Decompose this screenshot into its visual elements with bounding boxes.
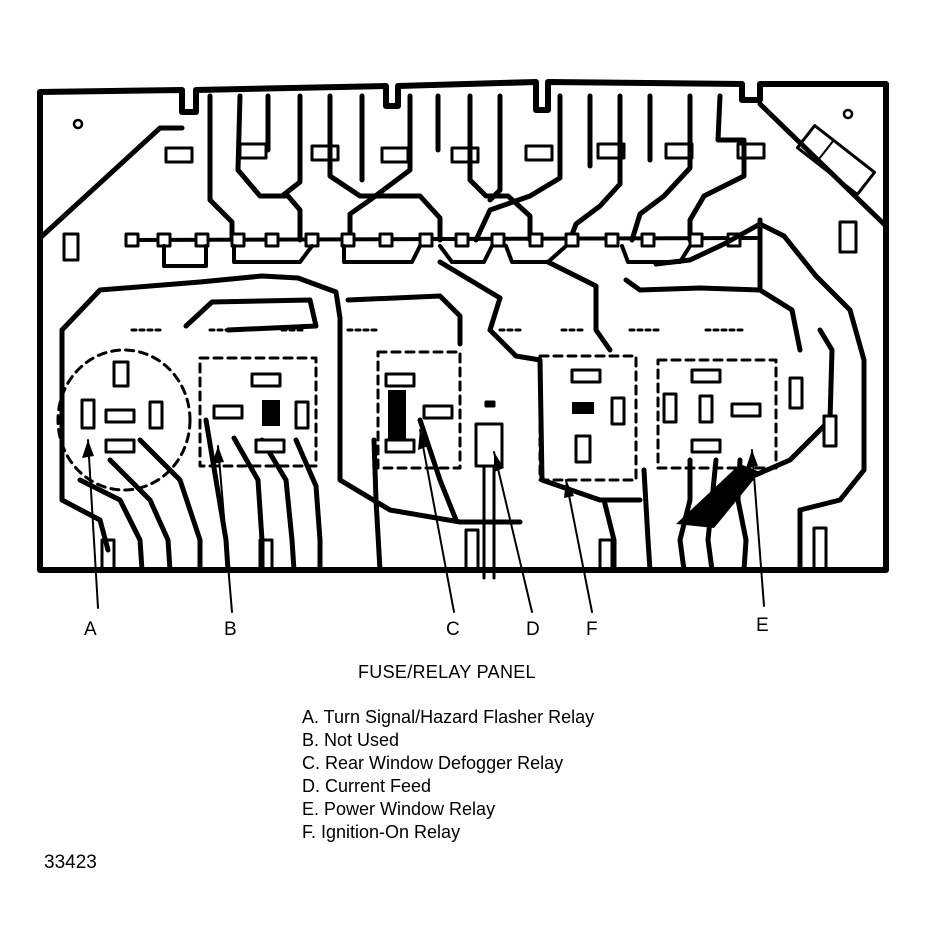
callout-arrowheads — [82, 430, 758, 498]
mounting-hole-left — [72, 118, 84, 130]
legend-item-b: B. Not Used — [302, 730, 400, 750]
top-fuse-traces — [207, 93, 747, 243]
relay-socket-a — [56, 348, 192, 492]
upper-right-connector — [795, 124, 877, 196]
callout-leaders — [87, 429, 765, 613]
right-side-slot — [838, 220, 858, 254]
lower-trace-network — [59, 217, 867, 553]
mounting-hole-right — [842, 108, 854, 120]
figure-number: 33423 — [44, 852, 97, 873]
legend-item-e: E. Power Window Relay — [302, 799, 496, 819]
bottom-edge-notches — [100, 526, 828, 572]
relay-socket-b — [198, 356, 318, 468]
legend-list: A. Turn Signal/Hazard Flasher Relay B. N… — [302, 706, 594, 844]
callout-label-a: A — [84, 619, 97, 640]
legend-item-a: A. Turn Signal/Hazard Flasher Relay — [302, 707, 595, 727]
relay-socket-c — [376, 350, 462, 470]
relay-socket-f — [538, 354, 638, 482]
relay-socket-e — [656, 358, 778, 470]
legend-item-d: D. Current Feed — [302, 776, 432, 796]
lower-pin-traces — [77, 417, 803, 573]
solid-trace-fills — [262, 390, 760, 528]
diagram-title: FUSE/RELAY PANEL — [358, 662, 536, 682]
legend-item-c: C. Rear Window Defogger Relay — [302, 753, 564, 773]
callout-label-b: B — [224, 619, 237, 640]
relay-terminals — [80, 360, 838, 464]
current-feed-terminal — [474, 400, 504, 580]
middle-fuse-terminals — [124, 232, 742, 248]
left-side-slot — [62, 232, 80, 262]
top-fuse-terminals — [164, 142, 766, 164]
legend-item-f: F. Ignition-On Relay — [302, 822, 461, 842]
callout-label-e: E — [756, 615, 769, 636]
lower-fuse-sockets — [162, 244, 692, 268]
callout-label-c: C — [446, 619, 460, 640]
panel-outline — [37, 79, 889, 573]
callout-label-f: F — [586, 619, 598, 640]
fuse-bus-bar — [130, 236, 758, 242]
left-corner-trace — [37, 125, 185, 241]
callout-label-d: D — [526, 619, 540, 640]
right-corner-trace — [757, 101, 889, 229]
